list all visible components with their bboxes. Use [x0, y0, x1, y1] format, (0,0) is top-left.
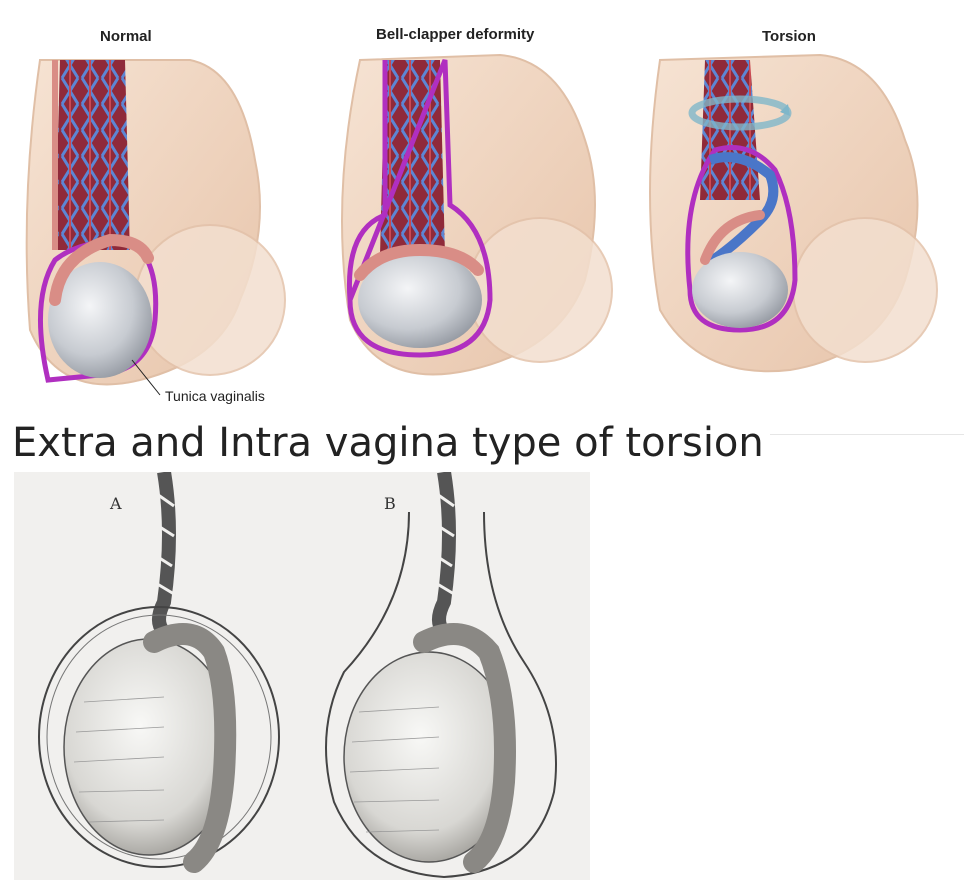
section-heading: Extra and Intra vagina type of torsion: [12, 420, 764, 466]
tunica-vaginalis-label: Tunica vaginalis: [165, 388, 265, 404]
sketch-illustration: A B: [14, 472, 590, 880]
torsion-panel: [649, 53, 938, 373]
normal-panel: [25, 59, 286, 386]
bell-clapper-label: Bell-clapper deformity: [376, 26, 535, 43]
sketch-drawing: [38, 472, 557, 879]
tunica-pointer-line: [131, 359, 161, 396]
heading-divider: [770, 434, 964, 435]
sketch-a: [38, 472, 280, 873]
sketch-label-a: A: [110, 494, 122, 513]
torsion-label: Torsion: [762, 28, 816, 45]
sketch-b: [325, 472, 557, 879]
sketch-label-b: B: [384, 494, 396, 513]
normal-label: Normal: [100, 28, 152, 45]
anatomy-illustrations: [25, 53, 938, 396]
bell-clapper-panel: [341, 53, 613, 376]
